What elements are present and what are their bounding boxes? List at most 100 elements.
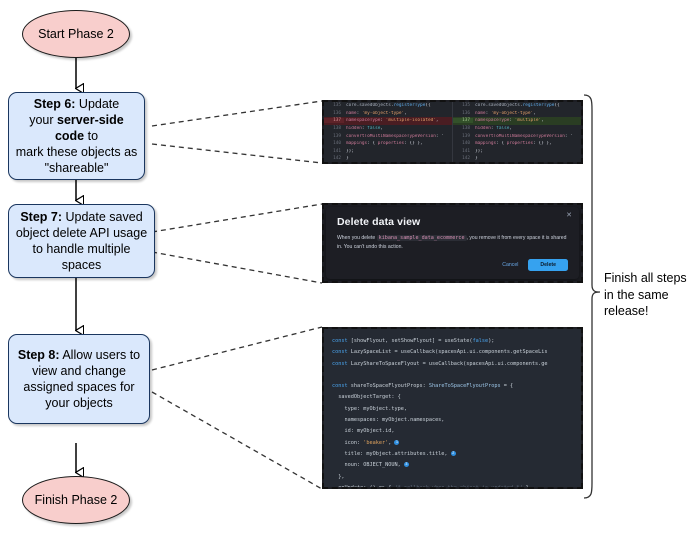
diff-line-number: 135 (462, 103, 470, 109)
node-finish-label: Finish Phase 2 (34, 493, 118, 507)
diff-line-number: 141 (333, 148, 341, 154)
modal-body-pre: When you delete (337, 235, 377, 241)
modal-body-post: , you remove it from every space it is s… (337, 235, 567, 251)
diff-line: 141}); (453, 148, 581, 156)
diff-line: 142} (324, 155, 452, 162)
diff-line-number: 136 (462, 110, 470, 116)
node-step-7: Step 7: Update saved object delete API u… (8, 204, 155, 278)
code-line: id: myObject.id, (332, 428, 395, 435)
step6-line2b: to (84, 129, 99, 143)
diff-pane-before: 135 core.savedObjects.registerType({136 n… (324, 102, 453, 162)
diff-line-code: hidden: false, (346, 126, 384, 132)
step8-line3: assigned spaces for (23, 380, 135, 394)
node-start-label: Start Phase 2 (38, 27, 114, 41)
delete-data-view-modal: Delete data view ✕ When you delete kiban… (326, 207, 579, 279)
step6-line4: "shareable" (44, 161, 109, 175)
code-line: icon: 'beaker', 1 (332, 439, 400, 446)
step7-line2: object delete API usage (15, 226, 148, 240)
delete-button[interactable]: Delete (528, 259, 568, 271)
diff-line-code: mappings: { properties: {} }, (346, 141, 423, 147)
diff-line-number: 141 (462, 148, 470, 154)
diff-line: 136 name: 'my-object-type', (324, 110, 452, 118)
code-line: title: myObject.attributes.title, 2 (332, 450, 456, 457)
diff-line-code: core.savedObjects.registerType({ (475, 103, 560, 109)
diff-line-number: 138 (462, 126, 470, 132)
close-icon[interactable]: ✕ (566, 212, 572, 219)
diff-line: 140 mappings: { properties: {} }, (324, 140, 452, 148)
step8-line4: your objects (45, 396, 113, 410)
step6-prefix: Step 6: (33, 97, 76, 111)
code-line: }, (332, 473, 345, 480)
step8-line1: Allow users to (59, 348, 141, 362)
step6-bold: server-side code (54, 113, 124, 143)
diff-line: 137 namespaceType: 'multiple-isolated', (324, 117, 452, 125)
node-finish-phase-2: Finish Phase 2 (22, 476, 130, 524)
diff-line-code: name: 'my-object-type', (475, 110, 536, 116)
modal-body-code: kibana_sample_data_ecommerce (376, 235, 467, 241)
diff-line: 139 convertToMultiNamespaceTypeVersion: … (324, 132, 452, 140)
cancel-button[interactable]: Cancel (502, 262, 519, 268)
diff-line-number: 139 (333, 133, 341, 139)
diff-line: 135 core.savedObjects.registerType({ (324, 102, 452, 110)
code-line: const shareToSpaceFlyoutProps: ShareToSp… (332, 383, 514, 390)
diff-line-code: core.savedObjects.registerType({ (346, 103, 431, 109)
code-line: onUpdate: () => { /* callback when the o… (332, 484, 532, 489)
diff-line-code: namespaceType: 'multiple-isolated', (346, 118, 439, 124)
annotation-badge-3: 3 (403, 462, 409, 468)
modal-body-text: When you delete kibana_sample_data_ecomm… (337, 234, 567, 253)
code-line: type: myObject.type, (332, 405, 407, 412)
code-line: const LazySpaceList = useCallback(spaces… (332, 349, 548, 356)
diff-line-number: 140 (333, 141, 341, 147)
diff-line-number: 135 (333, 103, 341, 109)
side-note-line-2: in the same (604, 287, 669, 302)
diff-line: 138 hidden: false, (453, 125, 581, 133)
step7-line3: to handle multiple spaces (32, 242, 131, 272)
code-line (332, 370, 573, 381)
diff-line-code: } (346, 156, 349, 162)
modal-title: Delete data view (337, 216, 421, 228)
diff-line: 141}); (324, 148, 452, 156)
code-line: const [showFlyout, setShowFlyout] = useS… (332, 338, 495, 344)
code-line: const LazyShareToSpaceFlyout = useCallba… (332, 360, 548, 367)
diff-line-code: convertToMultiNamespaceTypeVersion: ' (346, 133, 444, 139)
diff-line-number: 142 (333, 156, 341, 162)
diff-line-number: 139 (462, 133, 470, 139)
side-note-line-3: release! (604, 304, 649, 319)
diff-line-code: } (475, 156, 478, 162)
step6-line2a: your (29, 113, 58, 127)
code-line: noun: OBJECT_NOUN, 3 (332, 462, 409, 469)
step6-line1: Update (75, 97, 120, 111)
diff-line-code: mappings: { properties: {} }, (475, 141, 552, 147)
node-step-6: Step 6: Update your server-side code to … (8, 92, 145, 180)
step8-line2: view and change (32, 364, 126, 378)
diff-line: 138 hidden: false, (324, 125, 452, 133)
diff-line-code: hidden: false, (475, 126, 513, 132)
diff-line: 140 mappings: { properties: {} }, (453, 140, 581, 148)
annotation-badge-2: 2 (450, 450, 456, 456)
side-note: Finish all steps in the same release! (604, 270, 690, 320)
diff-line: 142} (453, 155, 581, 162)
step8-prefix: Step 8: (17, 348, 60, 362)
diff-line-code: convertToMultiNamespaceTypeVersion: ' (475, 133, 573, 139)
diff-line: 136 name: 'my-object-type', (453, 110, 581, 118)
diff-line-number: 138 (333, 126, 341, 132)
annotation-badge-1: 1 (394, 439, 400, 445)
side-note-line-1: Finish all steps (604, 271, 687, 285)
diff-line: 135 core.savedObjects.registerType({ (453, 102, 581, 110)
diff-line-code: name: 'my-object-type', (346, 110, 407, 116)
delete-data-view-modal-screenshot: Delete data view ✕ When you delete kiban… (322, 203, 583, 283)
step6-line3: mark these objects as (15, 145, 138, 159)
node-start-phase-2: Start Phase 2 (22, 10, 130, 58)
step7-prefix: Step 7: (20, 210, 63, 224)
code-line: savedObjectTarget: { (332, 394, 401, 401)
modal-actions: Cancel Delete (499, 259, 568, 271)
diff-line-code: namespaceType: 'multiple', (475, 118, 544, 124)
code-lines: const [showFlyout, setShowFlyout] = useS… (324, 329, 581, 487)
diff-line-code: }); (346, 148, 354, 154)
diff-line: 139 convertToMultiNamespaceTypeVersion: … (453, 132, 581, 140)
diff-line-number: 142 (462, 156, 470, 162)
diff-line-number: 137 (453, 118, 473, 124)
